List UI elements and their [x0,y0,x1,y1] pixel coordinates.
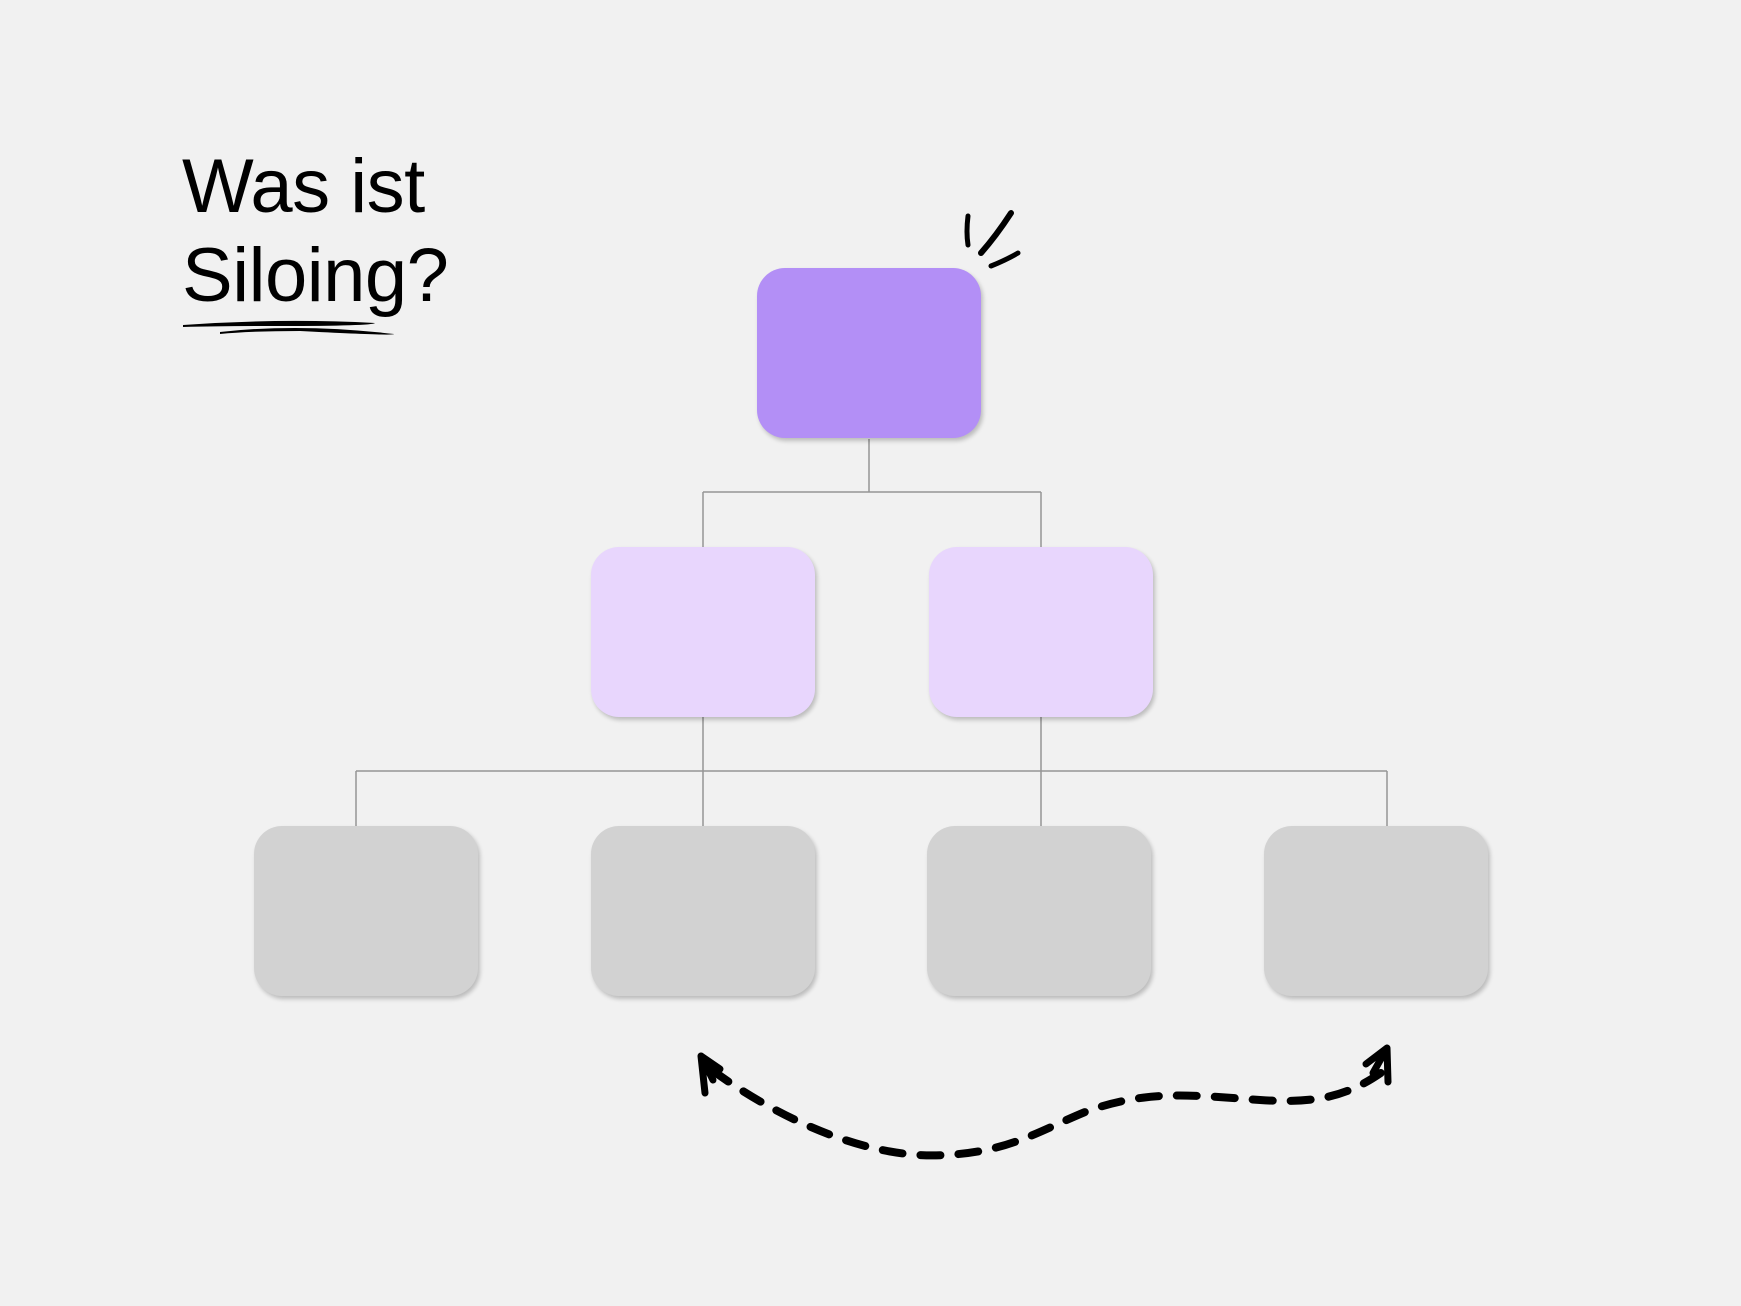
connector-lines [355,439,1388,826]
middle-node-right [929,547,1153,717]
title-line-2: Siloing? [182,233,449,318]
top-node [757,268,981,438]
page-title: Was ist Siloing? [182,142,449,320]
double-arrow-icon [697,1044,1392,1160]
middle-node-left [591,547,815,717]
spark-icon [964,210,1021,269]
bottom-node-4 [1264,826,1488,996]
bottom-node-1 [254,826,478,996]
underline-scribble-icon [183,320,395,335]
title-line-1: Was ist [182,144,425,229]
bottom-node-3 [927,826,1151,996]
bottom-node-2 [591,826,815,996]
